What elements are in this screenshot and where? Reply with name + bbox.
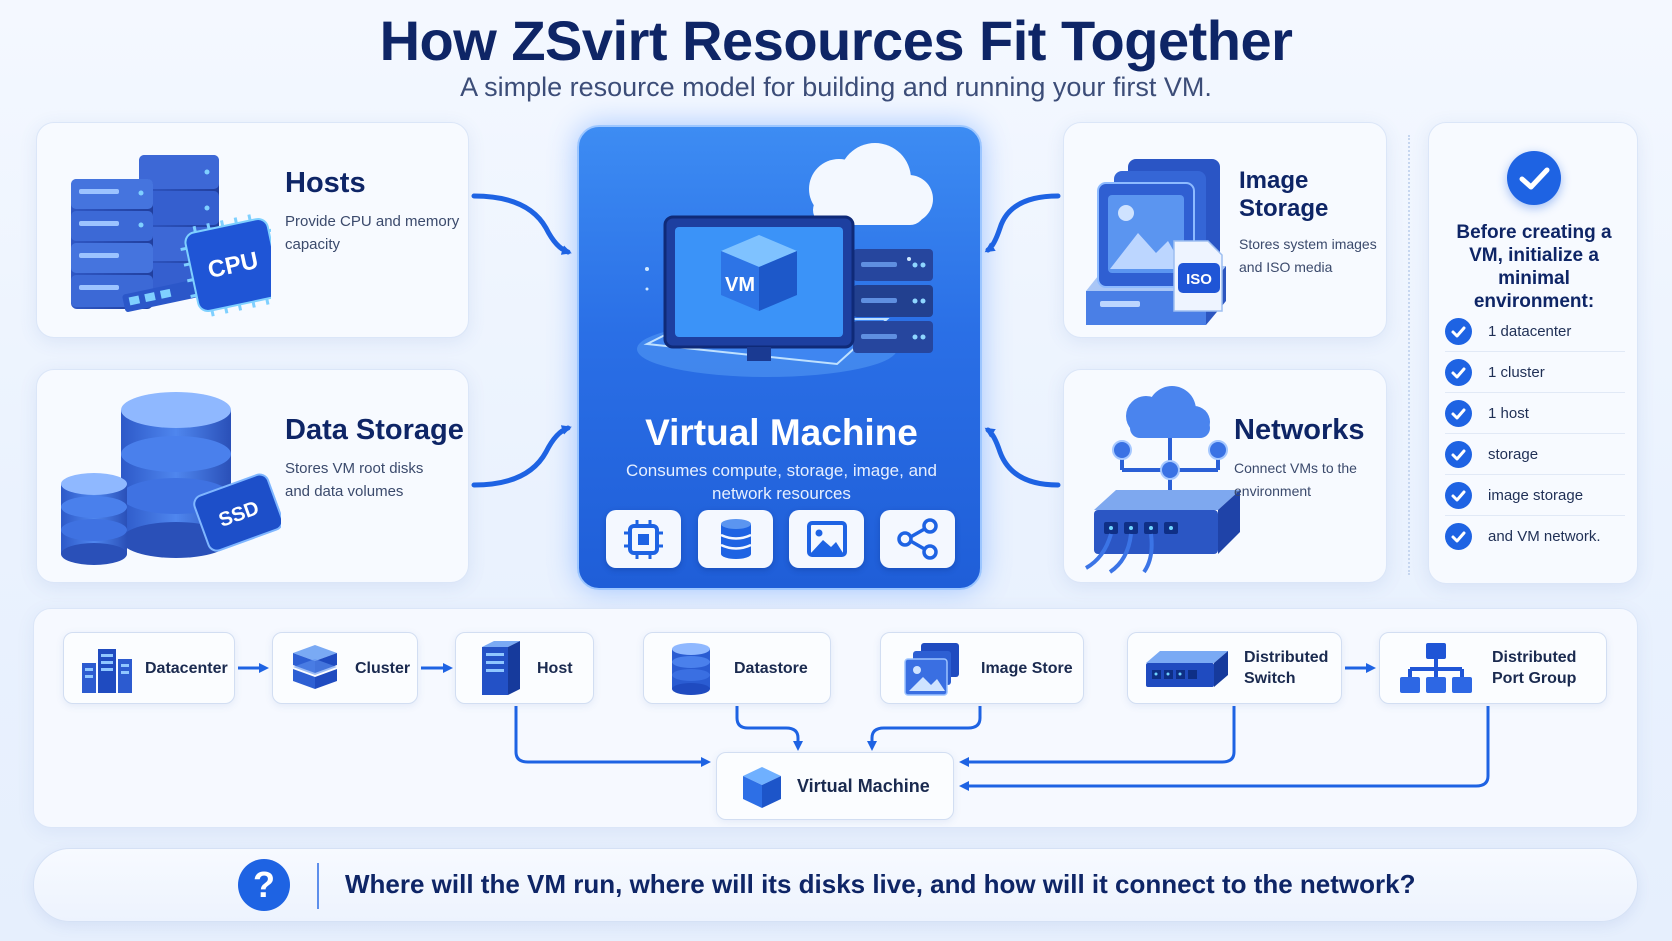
check-icon	[1445, 317, 1472, 345]
vm-panel-title: Virtual Machine	[645, 412, 918, 453]
node-image-store: Image Store	[880, 632, 1084, 704]
page-subtitle: A simple resource model for building and…	[460, 72, 1212, 102]
host-server-icon	[482, 641, 520, 695]
check-icon	[1445, 481, 1472, 509]
node-virtual-machine: Virtual Machine	[716, 752, 954, 820]
vm-cube-label: VM	[725, 274, 755, 296]
list-item: storage	[1445, 434, 1625, 475]
list-item: and VM network.	[1445, 516, 1625, 557]
list-item: 1 datacenter	[1445, 311, 1625, 352]
check-icon	[1445, 358, 1472, 386]
question-text: Where will the VM run, where will its di…	[345, 869, 1416, 899]
arrow-networks-to-vm	[984, 427, 1061, 488]
check-circle-icon	[1507, 151, 1561, 205]
datastore-icon	[672, 643, 710, 695]
database-stack-icon: SSD	[61, 392, 281, 565]
check-icon	[1445, 523, 1472, 550]
vm-resource-icons	[606, 510, 957, 570]
check-icon	[1445, 440, 1472, 468]
chip-icon	[606, 510, 681, 568]
list-item: 1 host	[1445, 393, 1625, 434]
vm-cube-icon	[743, 767, 781, 808]
checklist-divider	[1408, 135, 1410, 575]
list-item: 1 cluster	[1445, 352, 1625, 393]
image-icon	[789, 510, 864, 568]
cluster-icon	[293, 645, 337, 689]
checklist-items: 1 datacenter 1 cluster 1 host storage im…	[1445, 311, 1625, 557]
question-divider	[317, 863, 319, 909]
image-store-label: Image Store	[981, 660, 1073, 677]
page-title: How ZSvirt Resources Fit Together	[379, 9, 1293, 72]
vm-panel-description: Consumes compute, storage, image, and ne…	[626, 461, 937, 503]
arrow-image-storage-to-vm	[984, 193, 1061, 253]
port-group-icon	[1400, 643, 1472, 693]
image-storage-title: Image Storage	[1239, 167, 1329, 222]
datastore-label: Datastore	[734, 660, 808, 677]
datacenter-label: Datacenter	[145, 660, 228, 677]
networks-title: Networks	[1234, 414, 1365, 446]
server-rack-icon: CPU	[71, 155, 271, 317]
node-host: Host	[455, 632, 594, 704]
image-store-icon	[904, 643, 959, 696]
list-item: image storage	[1445, 475, 1625, 516]
check-icon	[1445, 399, 1472, 427]
arrow-data-storage-to-vm	[471, 425, 572, 488]
data-storage-title: Data Storage	[285, 414, 464, 446]
network-switch-icon	[1084, 386, 1240, 574]
vm-monitor-icon: VM	[637, 143, 933, 377]
distributed-switch-icon	[1146, 651, 1228, 687]
question-bar: ? Where will the VM run, where will its …	[33, 848, 1638, 922]
virtual-machine-panel: VM Virtual Machine Consumes compute, sto…	[577, 125, 982, 590]
hosts-title: Hosts	[285, 167, 366, 199]
iso-label: ISO	[1186, 271, 1212, 288]
share-icon	[880, 510, 955, 568]
host-label: Host	[537, 660, 573, 677]
checklist-card: Before creating a VM, initialize a minim…	[1428, 122, 1638, 584]
image-storage-icon: ISO	[1086, 159, 1226, 325]
arrow-hosts-to-vm	[471, 193, 572, 255]
node-datacenter: Datacenter	[63, 632, 235, 704]
checklist-heading: Before creating a VM, initialize a minim…	[1456, 222, 1612, 312]
question-icon: ?	[238, 859, 290, 911]
database-icon	[698, 510, 773, 568]
datacenter-icon	[82, 649, 132, 693]
node-datastore: Datastore	[643, 632, 831, 704]
node-cluster: Cluster	[272, 632, 418, 704]
virtual-machine-label: Virtual Machine	[797, 776, 930, 796]
cluster-label: Cluster	[355, 660, 411, 677]
